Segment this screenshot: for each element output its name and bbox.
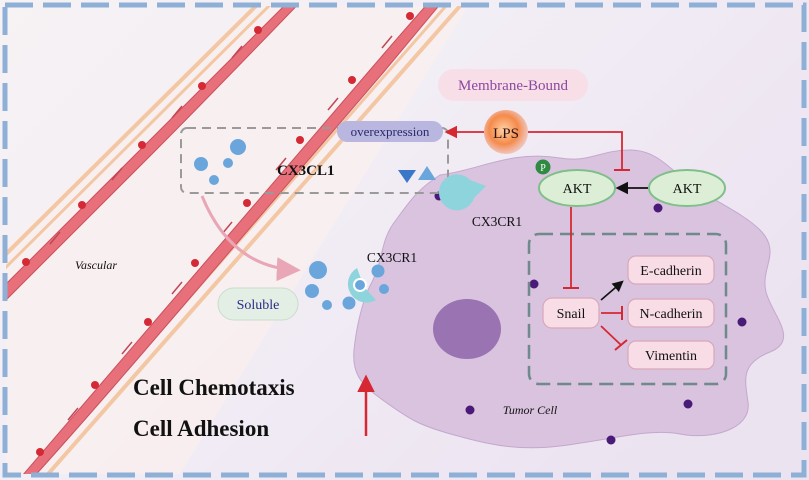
n-cadherin-node: N-cadherin [627, 298, 715, 328]
endothelial-cells-upper [6, 6, 298, 301]
tumor-cell-label: Tumor Cell [503, 403, 558, 417]
e-cadherin-label: E-cadherin [640, 264, 701, 279]
cx3cr1-top-label: CX3CR1 [472, 214, 522, 229]
phosphorylation-badge [535, 159, 551, 175]
cx3cl1-dashed-box [180, 127, 449, 194]
lps-label: LPS [493, 126, 519, 142]
cell-chemotaxis-label: Cell Chemotaxis [133, 375, 295, 400]
snail-node: Snail [542, 297, 600, 329]
snail-to-vimentin-inhibition [600, 325, 622, 346]
overexpression-tag: overexpression [337, 121, 443, 142]
cx3cr1-bottom-label: CX3CR1 [367, 250, 417, 265]
tumor-nucleus [433, 299, 501, 359]
n-cadherin-label: N-cadherin [640, 307, 703, 322]
membrane-triangles [398, 166, 436, 183]
soluble-label: Soluble [237, 298, 280, 313]
cell-adhesion-label: Cell Adhesion [133, 416, 269, 441]
vimentin-label: Vimentin [645, 349, 697, 364]
cx3cl1-ligand-cluster [194, 139, 246, 185]
akt-node: AKT [648, 169, 726, 207]
cx3cr1-receptor-top [438, 174, 486, 211]
akt-phospho-node: AKT P [535, 159, 616, 207]
cleavage-arrow [200, 195, 301, 282]
phospho-label: P [540, 163, 546, 174]
e-cadherin-node: E-cadherin [627, 255, 715, 285]
soluble-tag: Soluble [217, 287, 299, 321]
vimentin-node: Vimentin [627, 340, 715, 370]
snail-to-e-cadherin-arrow [600, 280, 624, 301]
cx3cr1-receptor-bottom [347, 268, 376, 303]
vascular-label: Vascular [75, 258, 117, 272]
membrane-bound-tag: Membrane-Bound [438, 69, 588, 101]
membrane-bound-label: Membrane-Bound [458, 78, 568, 94]
akt-label: AKT [673, 182, 702, 197]
vimentin-inhibition-bar [614, 339, 628, 351]
snail-label: Snail [557, 307, 586, 322]
endothelial-cells-lower [23, 6, 440, 474]
lps-to-akt-inhibition [528, 131, 623, 170]
cx3cl1-label: CX3CL1 [277, 163, 335, 179]
akt-phospho-label: AKT [563, 182, 592, 197]
lps-node: LPS [484, 110, 528, 154]
overexpression-label: overexpression [351, 124, 430, 139]
soluble-ligands [305, 261, 389, 310]
emt-dashed-box [527, 232, 728, 386]
